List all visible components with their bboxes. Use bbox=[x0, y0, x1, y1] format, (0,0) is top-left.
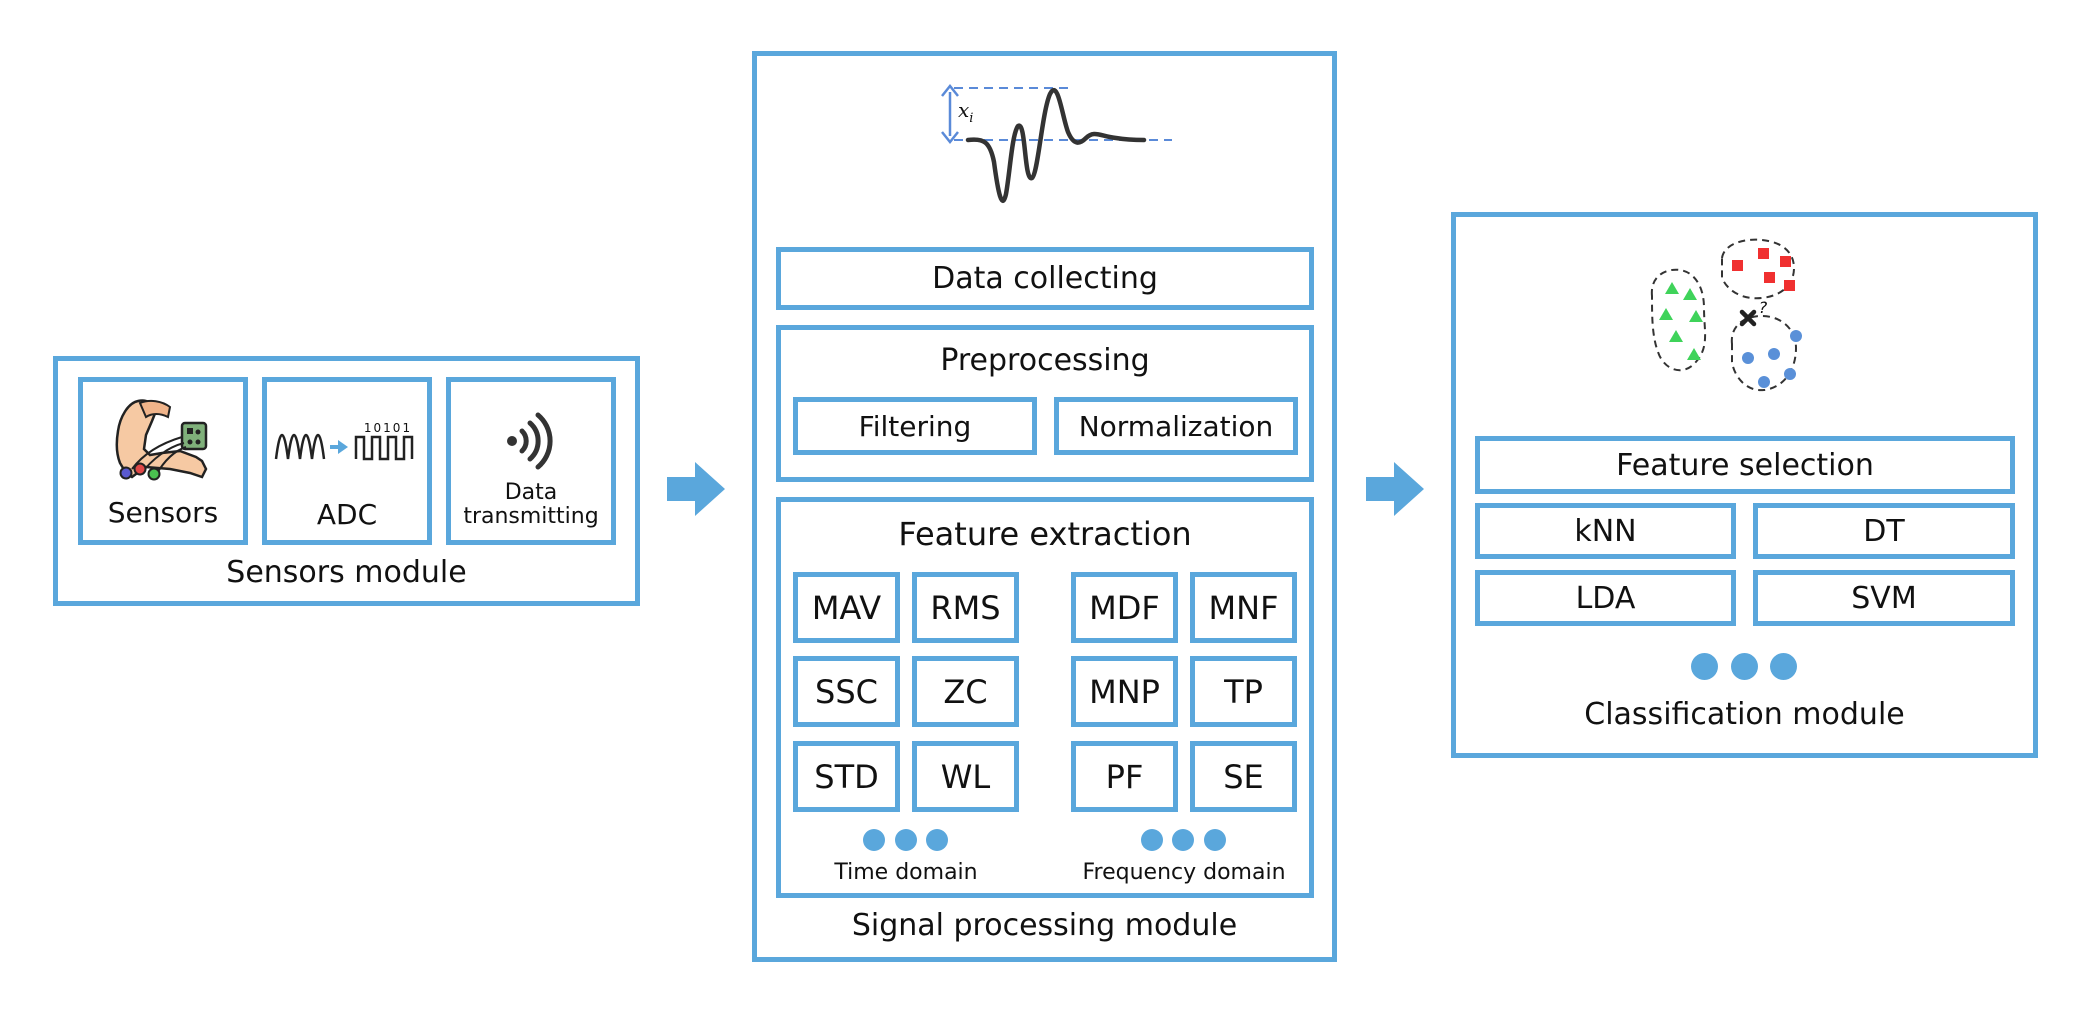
adc-label: ADC bbox=[316, 498, 378, 531]
feature-mnf: MNF bbox=[1190, 572, 1297, 643]
normalization-box: Normalization bbox=[1054, 397, 1298, 455]
arm-emg-sensor-icon bbox=[115, 399, 208, 481]
flow-arrow-icon bbox=[667, 462, 725, 516]
feature-se: SE bbox=[1190, 741, 1297, 812]
ellipsis-dot bbox=[1770, 653, 1797, 680]
ellipsis-dot bbox=[926, 829, 948, 851]
waveform-amplitude-subscript: i bbox=[969, 111, 974, 126]
feature-zc: ZC bbox=[912, 656, 1019, 727]
wireless-signal-icon bbox=[507, 412, 553, 470]
ellipsis-dot bbox=[863, 829, 885, 851]
ellipsis-dot bbox=[1141, 829, 1163, 851]
waveform-amplitude-symbol: x bbox=[958, 98, 970, 122]
data-collecting-box: Data collecting bbox=[776, 247, 1314, 310]
feature-rms: RMS bbox=[912, 572, 1019, 643]
classification-module-title: Classification module bbox=[1584, 697, 1905, 732]
ellipsis-dot bbox=[1204, 829, 1226, 851]
time-domain-label: Time domain bbox=[834, 860, 978, 885]
feature-mdf: MDF bbox=[1071, 572, 1178, 643]
adc-bits: 10101 bbox=[363, 421, 413, 435]
feature-ssc: SSC bbox=[793, 656, 900, 727]
sensors-module-title: Sensors module bbox=[226, 555, 467, 590]
data-transmitting-label-line2: transmitting bbox=[463, 504, 599, 529]
ellipsis-dot bbox=[895, 829, 917, 851]
feature-std: STD bbox=[793, 741, 900, 812]
feature-selection-box: Feature selection bbox=[1475, 436, 2015, 494]
classifier-dt: DT bbox=[1753, 503, 2015, 559]
cluster-classification-icon bbox=[1650, 238, 1802, 392]
feature-wl: WL bbox=[912, 741, 1019, 812]
sensors-label: Sensors bbox=[107, 496, 219, 529]
classifier-lda: LDA bbox=[1475, 570, 1736, 626]
filtering-box: Filtering bbox=[793, 397, 1037, 455]
ellipsis-dot bbox=[1172, 829, 1194, 851]
feature-mnp: MNP bbox=[1071, 656, 1178, 727]
classifier-svm: SVM bbox=[1753, 570, 2015, 626]
feature-extraction-title: Feature extraction bbox=[898, 515, 1192, 553]
classifier-knn: kNN bbox=[1475, 503, 1736, 559]
data-transmitting-card bbox=[446, 377, 616, 545]
query-mark: ? bbox=[1758, 298, 1768, 317]
analog-to-digital-icon bbox=[274, 434, 414, 461]
signal-processing-module-title: Signal processing module bbox=[851, 908, 1238, 943]
feature-mav: MAV bbox=[793, 572, 900, 643]
data-transmitting-label-line1: Data bbox=[504, 480, 558, 505]
feature-tp: TP bbox=[1190, 656, 1297, 727]
ellipsis-dot bbox=[1691, 653, 1718, 680]
waveform-amplitude-label: xi bbox=[958, 98, 988, 126]
flow-arrow-icon bbox=[1366, 462, 1424, 516]
emg-waveform-icon bbox=[941, 83, 1172, 203]
adc-card bbox=[262, 377, 432, 545]
frequency-domain-label: Frequency domain bbox=[1082, 860, 1286, 885]
preprocessing-title: Preprocessing bbox=[940, 343, 1150, 378]
ellipsis-dot bbox=[1731, 653, 1758, 680]
feature-pf: PF bbox=[1071, 741, 1178, 812]
